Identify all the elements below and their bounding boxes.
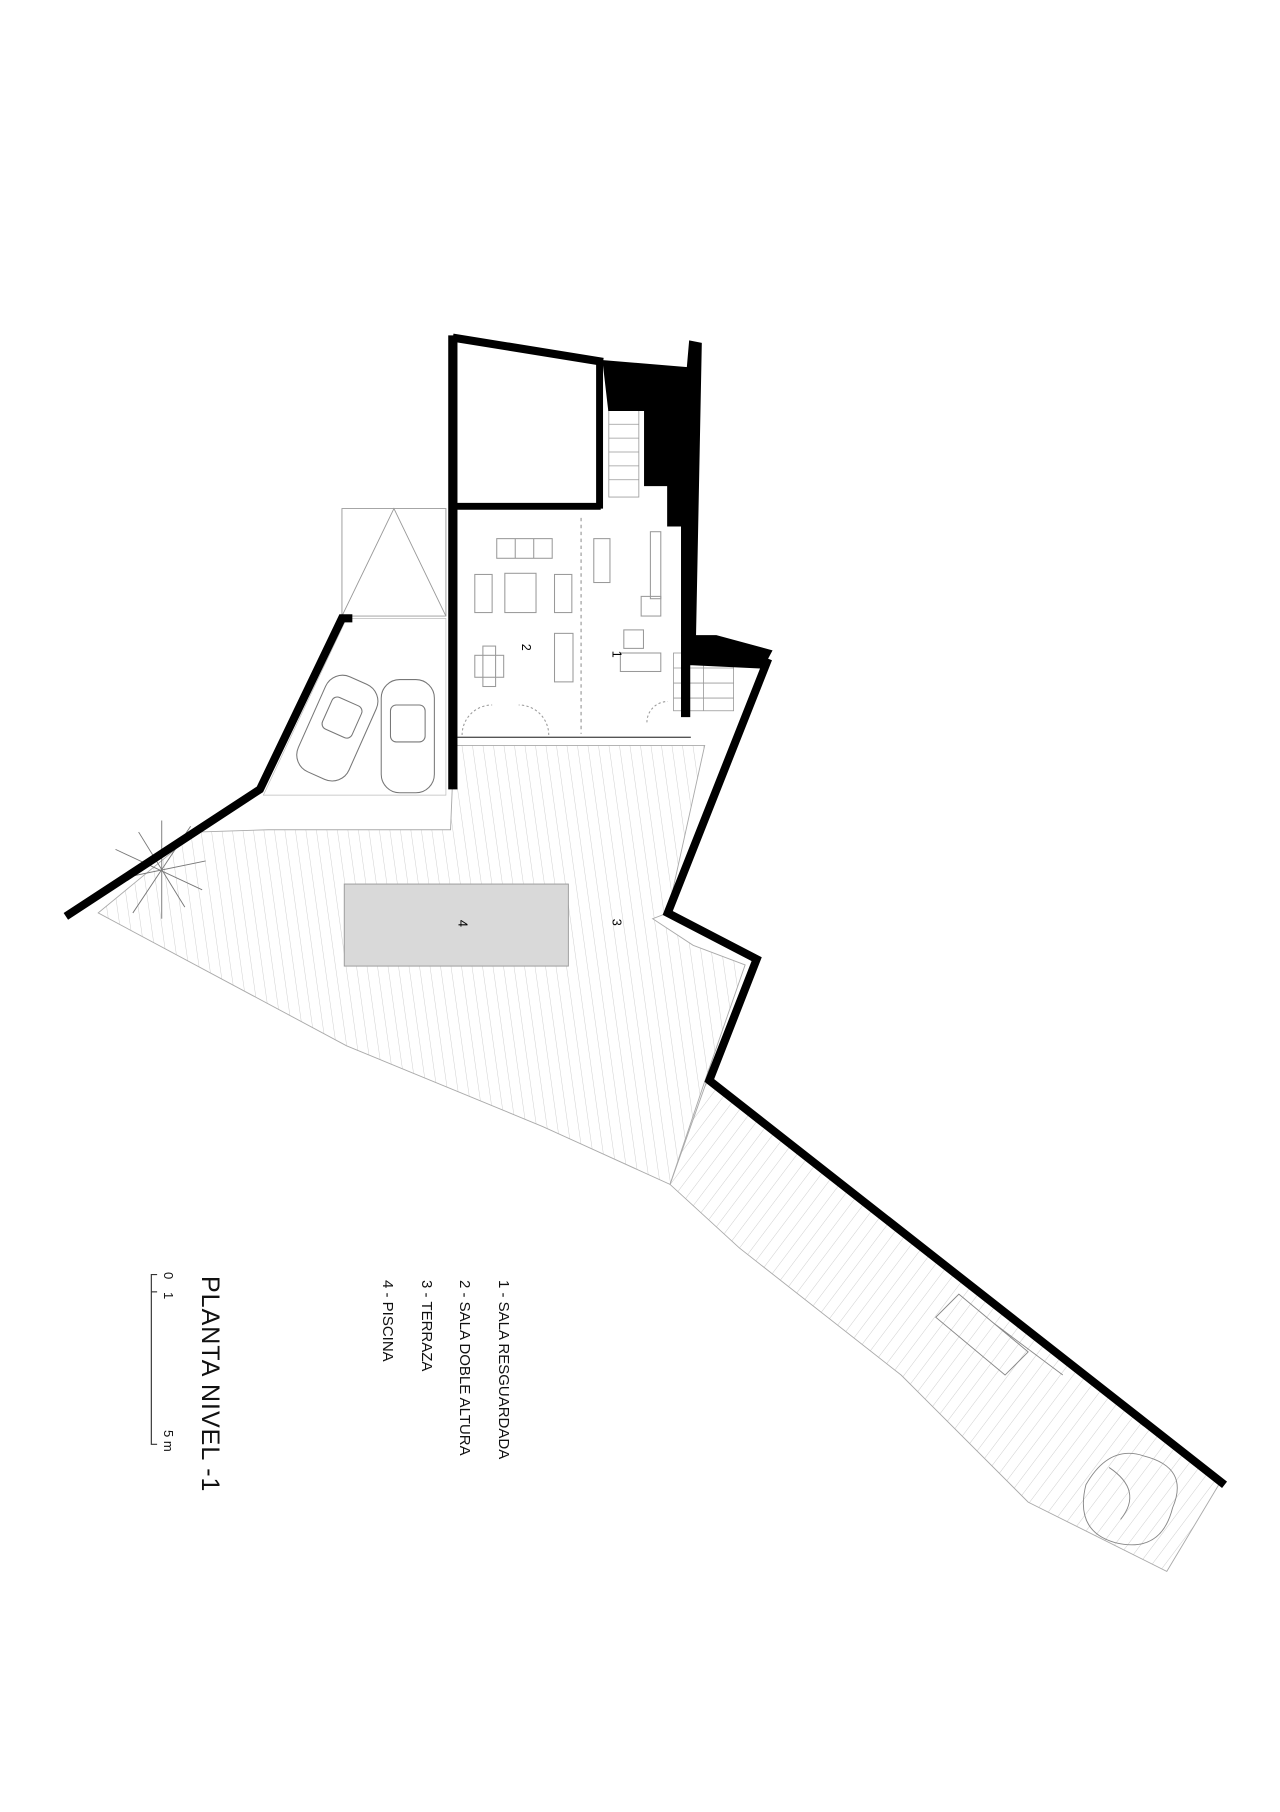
furniture xyxy=(457,531,691,739)
room-label-1: 1 xyxy=(609,651,623,658)
room-label-3: 3 xyxy=(609,919,623,926)
legend-item-3: 3 - TERRAZA xyxy=(418,1280,435,1372)
lower-path-deck xyxy=(669,1079,1220,1573)
legend-item-1: 1 - SALA RESGUARDADA xyxy=(495,1280,512,1460)
drawing-title: PLANTA NIVEL -1 xyxy=(196,1276,224,1493)
scale-label-0: 0 xyxy=(161,1272,176,1280)
scale-label-5m: 5 m xyxy=(161,1430,176,1452)
garden-rock xyxy=(935,1293,1178,1546)
legend-item-2: 2 - SALA DOBLE ALTURA xyxy=(456,1280,473,1456)
entrance-roof xyxy=(341,507,447,617)
scale-bar xyxy=(150,1273,158,1445)
car-icon xyxy=(380,679,435,794)
room-label-4: 4 xyxy=(456,920,470,927)
room-label-2: 2 xyxy=(519,644,533,651)
parking-area xyxy=(262,618,447,796)
walls xyxy=(63,333,1228,1488)
legend-item-4: 4 - PISCINA xyxy=(379,1280,396,1362)
scale-label-1: 1 xyxy=(161,1292,176,1300)
car-icon xyxy=(296,674,379,782)
double-height-room xyxy=(457,508,691,738)
pool xyxy=(343,883,569,967)
